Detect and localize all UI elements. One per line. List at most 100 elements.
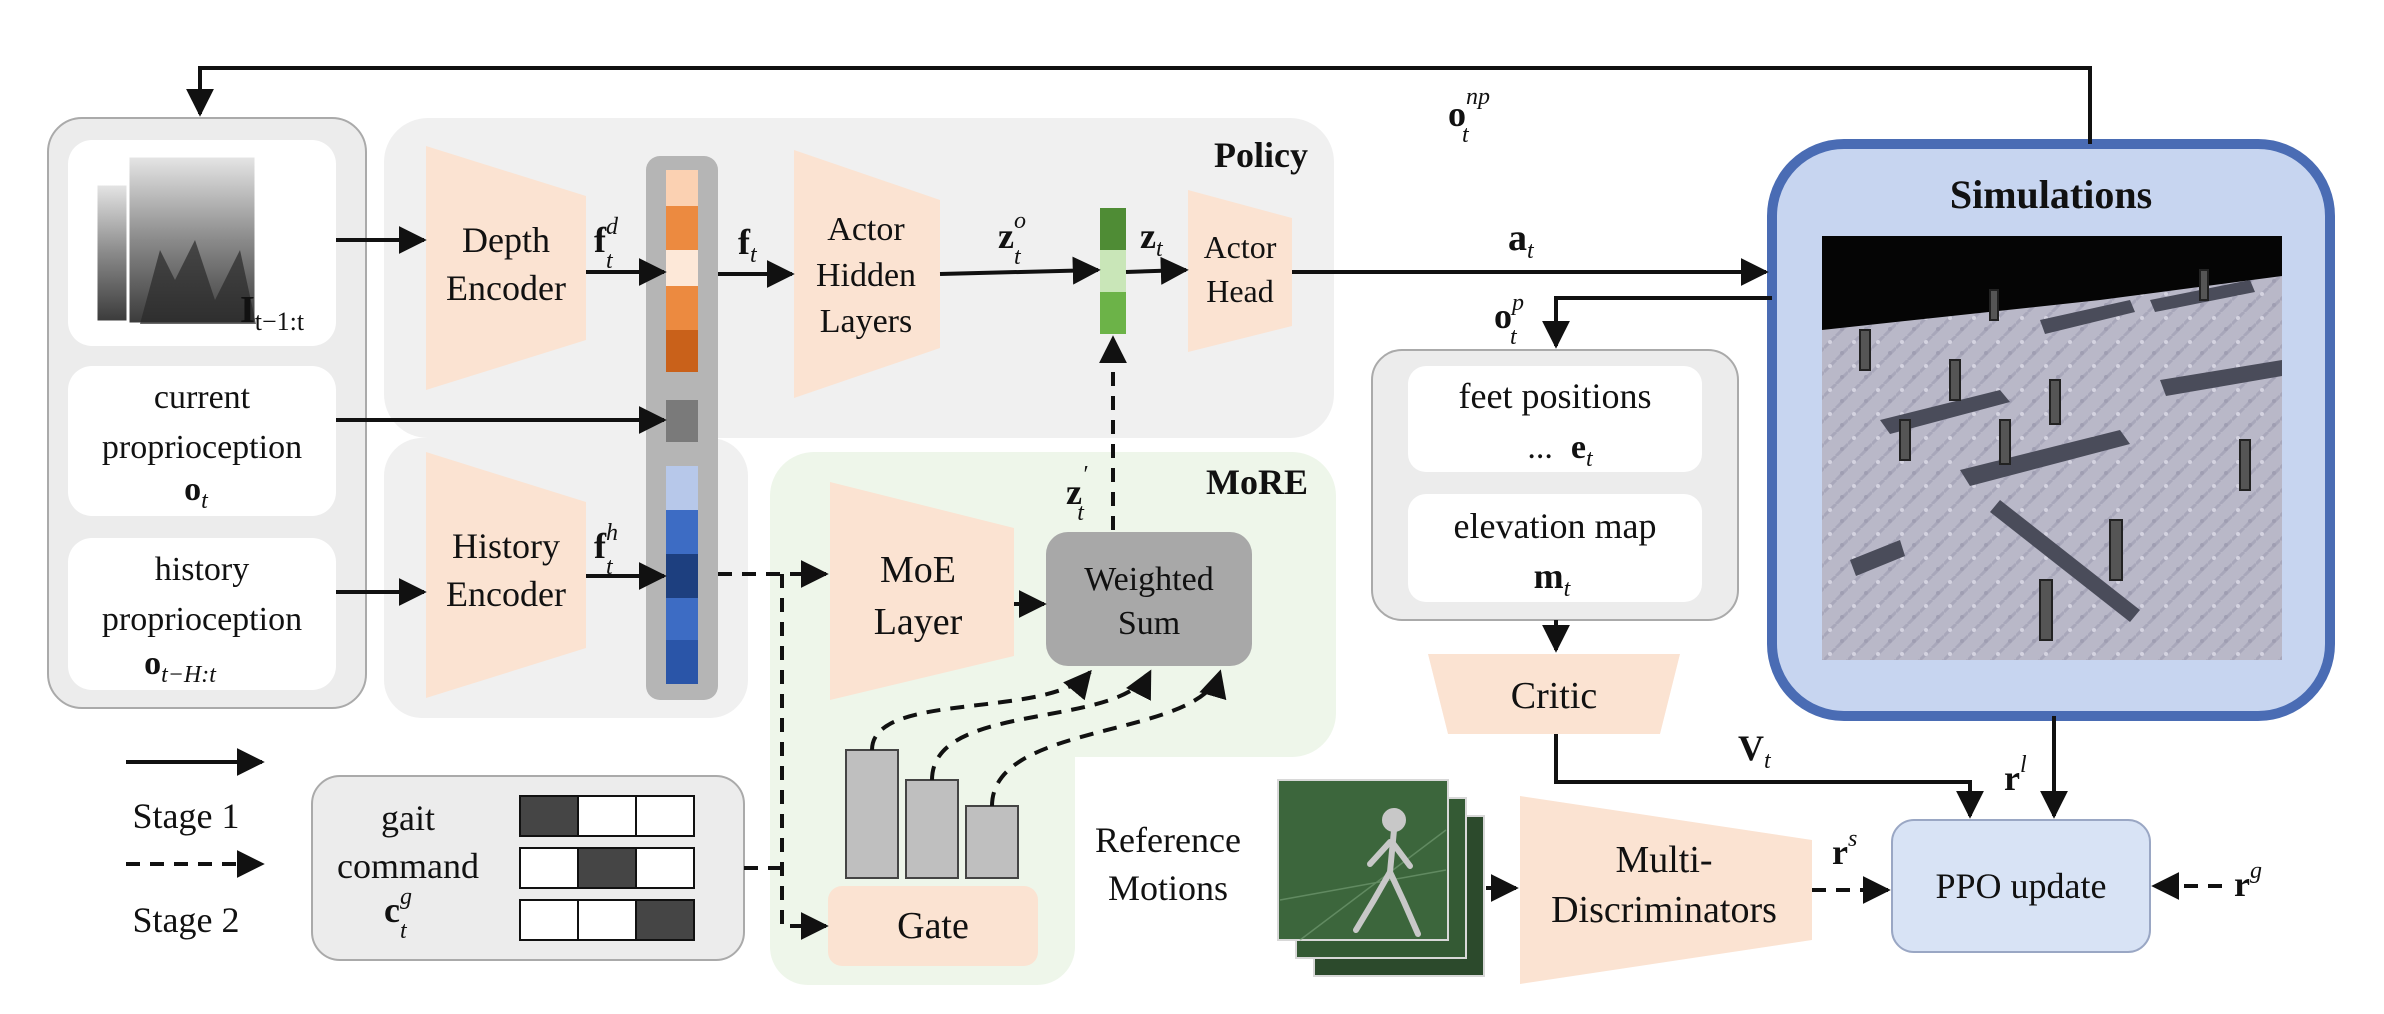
feat-history-2 (666, 510, 698, 554)
critic-label: Critic (1511, 675, 1598, 717)
feat-depth-2 (666, 206, 698, 250)
arrow-critic-to-ppo (1554, 734, 1984, 819)
policy-title: Policy (1214, 135, 1308, 175)
feat-history-3 (666, 554, 698, 598)
elevation-map-symbol: mt (1534, 556, 1572, 602)
gate-bar-1 (845, 749, 899, 879)
ppo-update-label: PPO update (1936, 866, 2107, 906)
gait-cell (577, 795, 637, 837)
feat-depth-1 (666, 170, 698, 206)
actor-hidden-line3: Layers (820, 303, 913, 340)
feet-positions-line1: feet positions (1459, 376, 1652, 416)
feat-history-5 (666, 640, 698, 684)
gait-onehot-grid (519, 795, 695, 941)
weighted-sum-line2: Sum (1118, 605, 1180, 642)
gait-line2: command (337, 846, 479, 886)
actor-head-line2: Head (1206, 273, 1274, 309)
multi-discriminators (1520, 796, 1812, 984)
legend-stage1-label: Stage 1 (133, 796, 240, 836)
history-encoder (426, 452, 586, 698)
label-rg: rg (2234, 858, 2262, 904)
current-proprio-line2: proprioception (102, 429, 302, 466)
actor-head (1188, 190, 1292, 352)
gait-cell (519, 899, 579, 941)
z-vector-1 (1100, 208, 1126, 250)
simulations-title: Simulations (1950, 172, 2152, 217)
history-proprio-box (68, 538, 336, 690)
reference-motion-frames (1277, 779, 1485, 977)
arrow-sim-to-critic-input (1542, 296, 1772, 349)
ppo-update (1891, 819, 2151, 953)
gait-cell (519, 795, 579, 837)
depth-image-label: It−1:t (240, 289, 305, 336)
actor-hidden-layers (794, 150, 940, 398)
depth-frame-silhouette (140, 240, 256, 324)
label-zprime: z′t (1066, 462, 1088, 526)
gait-line1: gait (381, 798, 435, 838)
current-proprio-symbol: ot (184, 471, 209, 514)
elevation-map-box (1408, 494, 1702, 602)
label-rs: rs (1832, 826, 1857, 872)
reference-motions-line2: Motions (1108, 868, 1228, 908)
depth-encoder-line1: Depth (462, 220, 550, 260)
arrow-z-to-head (1125, 256, 1189, 285)
legend-stage2-label: Stage 2 (133, 900, 240, 940)
feat-depth-3 (666, 250, 698, 286)
weighted-sum (1046, 532, 1252, 666)
moe-layer (830, 482, 1014, 700)
gait-cell (577, 899, 637, 941)
gate-bar-3 (965, 805, 1019, 879)
history-encoder-line2: Encoder (446, 574, 566, 614)
gate-box (828, 886, 1038, 966)
critic (1428, 654, 1680, 734)
label-zt: zt (1140, 216, 1164, 262)
elevation-map-line1: elevation map (1454, 506, 1657, 546)
actor-hidden-line1: Actor (827, 211, 905, 248)
feat-history-1 (666, 466, 698, 510)
feat-history-4 (666, 598, 698, 640)
arrow-sim-feedback-onp (186, 66, 2092, 144)
history-proprio-line2: proprioception (102, 601, 302, 638)
multi-disc-line1: Multi- (1615, 839, 1712, 881)
z-vector-2 (1100, 250, 1126, 292)
arrow-gate-bar2-to-sum (930, 669, 1152, 781)
feat-depth-4 (666, 286, 698, 330)
simulation-render (1822, 236, 2282, 660)
gate-bar-2 (905, 779, 959, 879)
current-proprio-line1: current (154, 379, 251, 416)
feet-positions-box (1408, 366, 1702, 472)
moe-layer-line2: Layer (874, 601, 963, 643)
gait-cell (519, 847, 579, 889)
label-ft: ft (738, 222, 758, 268)
moe-layer-line1: MoE (880, 549, 956, 591)
actor-hidden-line2: Hidden (816, 257, 916, 294)
gait-cell (577, 847, 637, 889)
reference-motions-line1: Reference (1095, 820, 1241, 860)
current-proprio-box (68, 366, 336, 516)
label-at: at (1508, 217, 1535, 264)
history-proprio-line1: history (155, 551, 249, 588)
gait-cell (635, 847, 695, 889)
feat-depth-5 (666, 330, 698, 372)
multi-disc-line2: Discriminators (1551, 889, 1777, 931)
actor-head-line1: Actor (1204, 229, 1277, 265)
gait-cell (635, 795, 695, 837)
weighted-sum-line1: Weighted (1084, 561, 1213, 598)
gait-cell (635, 899, 695, 941)
z-vector-3 (1100, 292, 1126, 334)
label-vt: Vt (1738, 728, 1772, 774)
history-proprio-symbol: ot−H:t (144, 645, 217, 688)
label-rl: rl (2004, 752, 2027, 798)
arrow-gate-bar3-to-sum (990, 669, 1227, 807)
more-title: MoRE (1206, 462, 1308, 502)
feet-positions-symbol: ...et (1527, 429, 1594, 472)
arrow-actor-to-z (939, 256, 1101, 285)
depth-encoder (426, 146, 586, 390)
depth-encoder-line2: Encoder (446, 268, 566, 308)
